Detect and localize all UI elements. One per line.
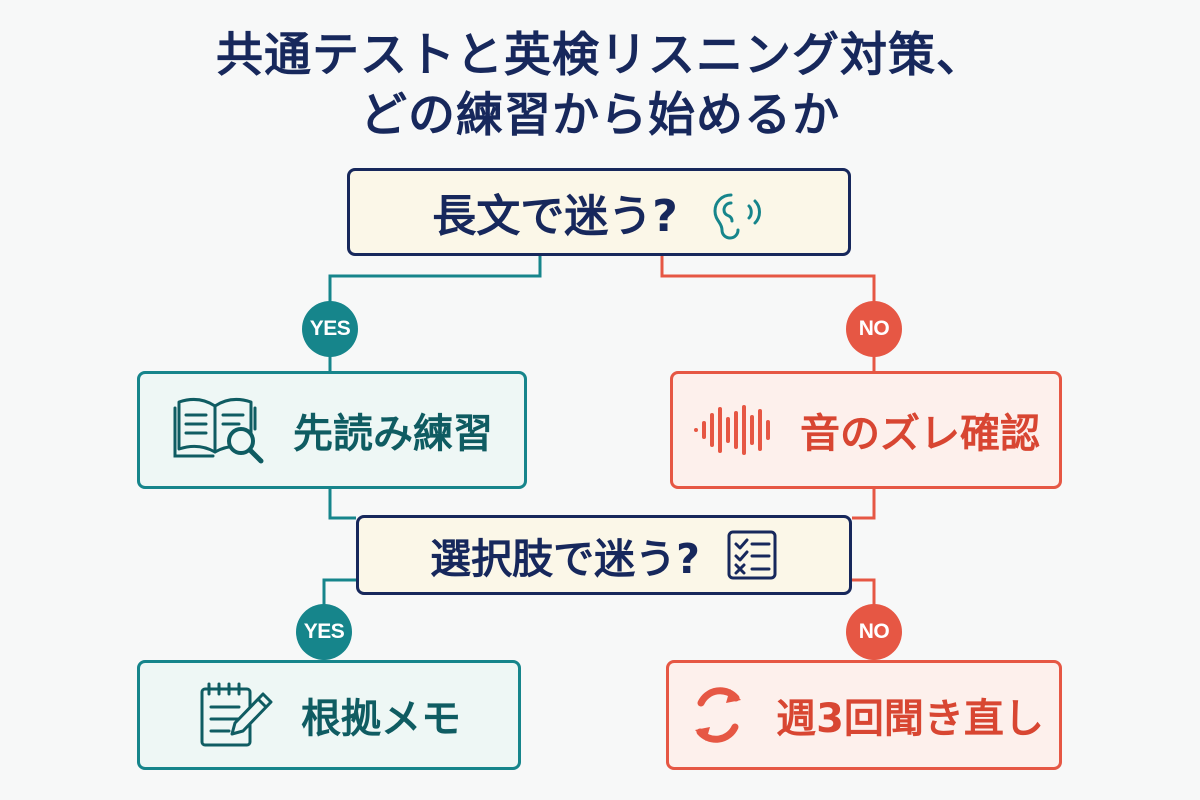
answer-label-sound-gap-check: 音のズレ確認 (800, 411, 1040, 457)
refresh-icon (695, 687, 742, 743)
title-line-2: どの練習から始めるか (360, 88, 840, 143)
page-title: 共通テストと英検リスニング対策、 どの練習から始めるか (0, 26, 1200, 146)
no-badge-2: NO (846, 604, 902, 660)
question-label-long-passage: 長文で迷う? (432, 191, 678, 242)
answer-box-sound-gap-check: 音のズレ確認 (670, 371, 1062, 489)
sound-wave-icon (694, 405, 770, 455)
checklist-icon (727, 530, 777, 580)
answer-label-preview-practice: 先読み練習 (293, 411, 493, 457)
ear-icon (713, 193, 761, 240)
question-box-long-passage: 長文で迷う? (347, 168, 851, 256)
no-badge-1: NO (846, 301, 902, 357)
no-badge-1-label: NO (858, 317, 890, 340)
question-label-answer-choices: 選択肢で迷う? (430, 535, 700, 583)
question-box-answer-choices: 選択肢で迷う? (356, 515, 852, 595)
answer-label-evidence-notes: 根拠メモ (301, 696, 461, 742)
no-badge-2-label: NO (858, 620, 890, 643)
title-line-1: 共通テストと英検リスニング対策、 (216, 28, 984, 83)
connector-no1-q2 (852, 489, 876, 520)
answer-label-relisten-weekly: 週3回聞き直し (776, 696, 1044, 742)
notepad-pencil-icon (200, 682, 273, 747)
connector-yes1-q2 (328, 489, 356, 520)
answer-box-relisten-weekly: 週3回聞き直し (666, 660, 1062, 770)
yes-badge-2: YES (296, 604, 352, 660)
yes-badge-2-label: YES (303, 620, 345, 643)
yes-badge-1-label: YES (309, 317, 351, 340)
yes-badge-1: YES (302, 301, 358, 357)
book-search-icon (173, 397, 264, 464)
answer-box-preview-practice: 先読み練習 (137, 371, 527, 489)
connector-q1-no (660, 256, 876, 371)
answer-box-evidence-notes: 根拠メモ (137, 660, 521, 770)
connector-q1-yes (328, 256, 542, 371)
